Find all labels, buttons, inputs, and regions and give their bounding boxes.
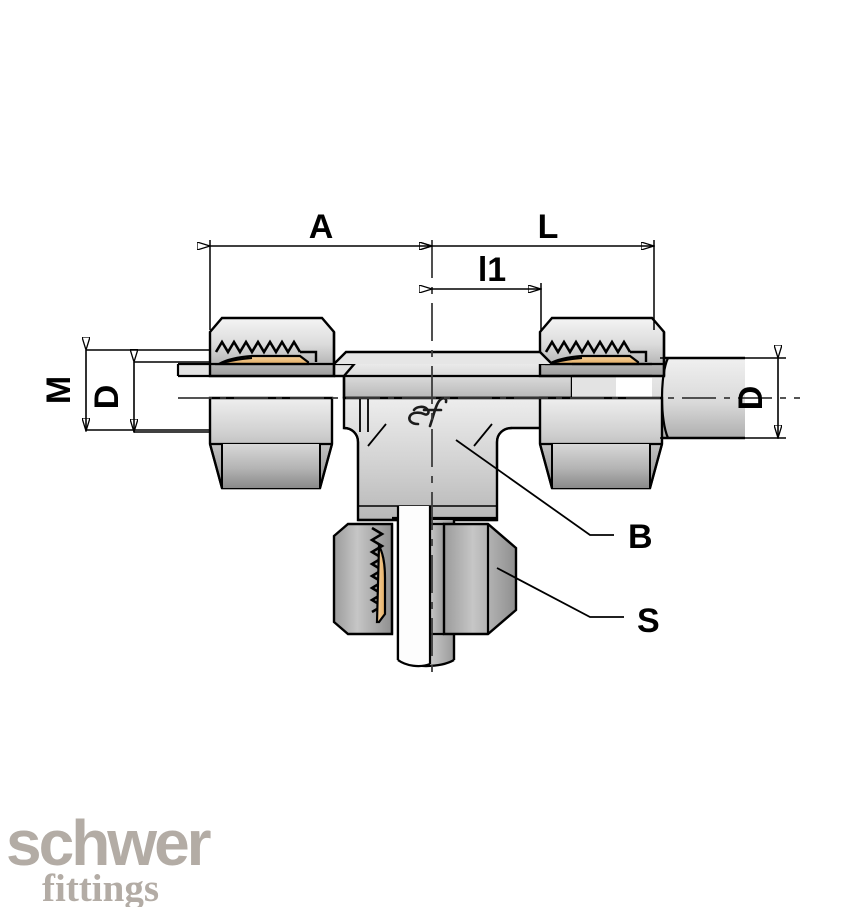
dimension-layer: A L l1 M D [40, 208, 786, 438]
callout-label-S: S [637, 602, 660, 640]
dimension-label-D-left: D [88, 385, 126, 410]
centre-lines [178, 240, 800, 676]
dimension-A: A [210, 208, 432, 246]
branch-tube-front [396, 506, 432, 668]
brand-logo: schwer fittings [6, 807, 214, 907]
callout-S: S [496, 567, 660, 640]
dimension-M: M [40, 350, 86, 431]
right-run-tube-section [572, 362, 652, 378]
dimension-L: L [432, 208, 654, 246]
body-upper-section [342, 360, 574, 400]
dimension-label-A: A [309, 208, 334, 246]
callout-tick-marks [367, 423, 493, 447]
dimension-l1: l1 [432, 251, 541, 289]
body-sf-logo-mark [408, 396, 448, 428]
extension-lines [86, 240, 786, 439]
dimension-label-M: M [40, 376, 78, 404]
left-nut-thread [214, 339, 318, 362]
right-cutting-ring [544, 354, 640, 366]
logo-wordmark-schwer: schwer [6, 807, 211, 879]
fitting-assembly [176, 240, 800, 676]
dimension-label-L: L [538, 208, 559, 246]
callout-layer: B S [367, 423, 660, 640]
dimension-D-right: D [732, 358, 778, 438]
right-nut-assembly [538, 316, 666, 490]
run-tube-shoulders [333, 350, 560, 378]
left-cutting-ring [214, 354, 310, 366]
right-nut-thread [544, 339, 648, 362]
callout-label-B: B [628, 518, 653, 556]
logo-wordmark-fittings: fittings [42, 867, 159, 907]
branch-nut-section [332, 522, 394, 636]
dimension-D-left: D [88, 362, 134, 432]
callout-B: B [455, 439, 653, 556]
dimension-label-l1: l1 [478, 251, 506, 289]
left-nut-assembly [208, 316, 336, 490]
dimension-label-D-right: D [732, 386, 770, 411]
